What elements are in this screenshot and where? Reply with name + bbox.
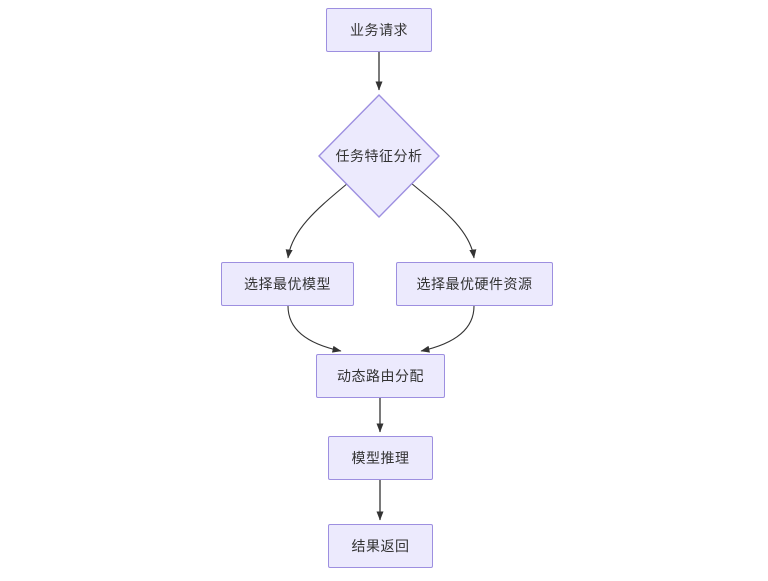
node-label: 任务特征分析 [335, 148, 423, 164]
node-task-feature-analysis[interactable]: 任务特征分析 [318, 94, 440, 218]
node-dynamic-route-allocation[interactable]: 动态路由分配 [316, 354, 445, 398]
node-select-best-model[interactable]: 选择最优模型 [221, 262, 354, 306]
edge-select-best-hardware-to-dynamic-route-allocation [420, 305, 475, 353]
node-model-inference[interactable]: 模型推理 [328, 436, 433, 480]
diamond-shape [318, 94, 440, 218]
node-label: 选择最优硬件资源 [416, 276, 533, 292]
node-label: 业务请求 [350, 22, 408, 38]
node-result-return[interactable]: 结果返回 [328, 524, 433, 568]
node-business-request[interactable]: 业务请求 [326, 8, 432, 52]
edge-select-best-model-to-dynamic-route-allocation [287, 305, 342, 353]
node-label: 动态路由分配 [337, 368, 424, 384]
node-label: 结果返回 [351, 538, 410, 554]
node-label: 模型推理 [351, 450, 410, 466]
node-select-best-hardware[interactable]: 选择最优硬件资源 [396, 262, 553, 306]
node-label: 选择最优模型 [244, 276, 331, 292]
